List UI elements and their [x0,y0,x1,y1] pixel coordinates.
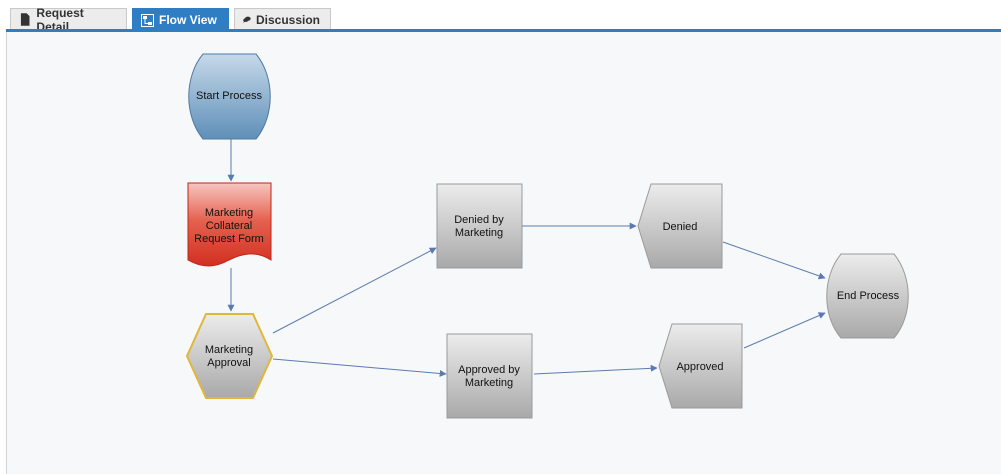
tab-discussion[interactable]: Discussion [234,8,331,30]
tab-request-detail[interactable]: Request Detail [10,6,127,34]
node-label: Approved [676,361,723,373]
node-label: Marketing [205,344,253,356]
node-denied[interactable]: Denied [637,183,723,269]
arrow-denied-to-end [722,241,826,280]
node-label: Approval [207,357,250,369]
node-approved-by-marketing[interactable]: Approved by Marketing [446,333,533,419]
arrow-approval-to-approved-by [272,358,447,377]
tab-label: Discussion [255,12,320,27]
node-label: Marketing [465,377,513,389]
tab-flow-view[interactable]: Flow View [132,8,229,31]
node-label: Start Process [196,90,263,102]
node-label: End Process [837,290,900,302]
node-label: Denied [663,221,698,233]
node-approved[interactable]: Approved [658,323,743,409]
tab-underline [6,29,1001,32]
tab-bar: Request Detail Flow View Discussion [0,0,1001,34]
node-label: Request Form [194,233,264,245]
arrow-approval-to-denied-by [272,247,437,334]
node-marketing-approval[interactable]: Marketing Approval [185,313,274,399]
node-label: Marketing [455,227,503,239]
node-label: Denied by [454,214,504,226]
node-marketing-collateral-request-form[interactable]: Marketing Collateral Request Form [187,182,272,267]
chat-bubbles-icon [243,16,251,23]
flow-canvas: Start Process Marketing Collateral Reque… [6,32,1001,474]
node-label: Collateral [206,220,252,232]
flow-diagram: Start Process Marketing Collateral Reque… [185,53,909,419]
node-start-process[interactable]: Start Process [188,53,271,140]
arrow-approved-by-to-approved [533,364,658,375]
node-label: Marketing [205,207,253,219]
arrow-approved-to-end [743,312,826,349]
tab-label: Flow View [159,13,217,27]
node-denied-by-marketing[interactable]: Denied by Marketing [436,183,523,269]
flow-icon [141,13,154,27]
document-icon [20,13,30,26]
node-label: Approved by [458,364,520,376]
node-end-process[interactable]: End Process [826,253,909,339]
